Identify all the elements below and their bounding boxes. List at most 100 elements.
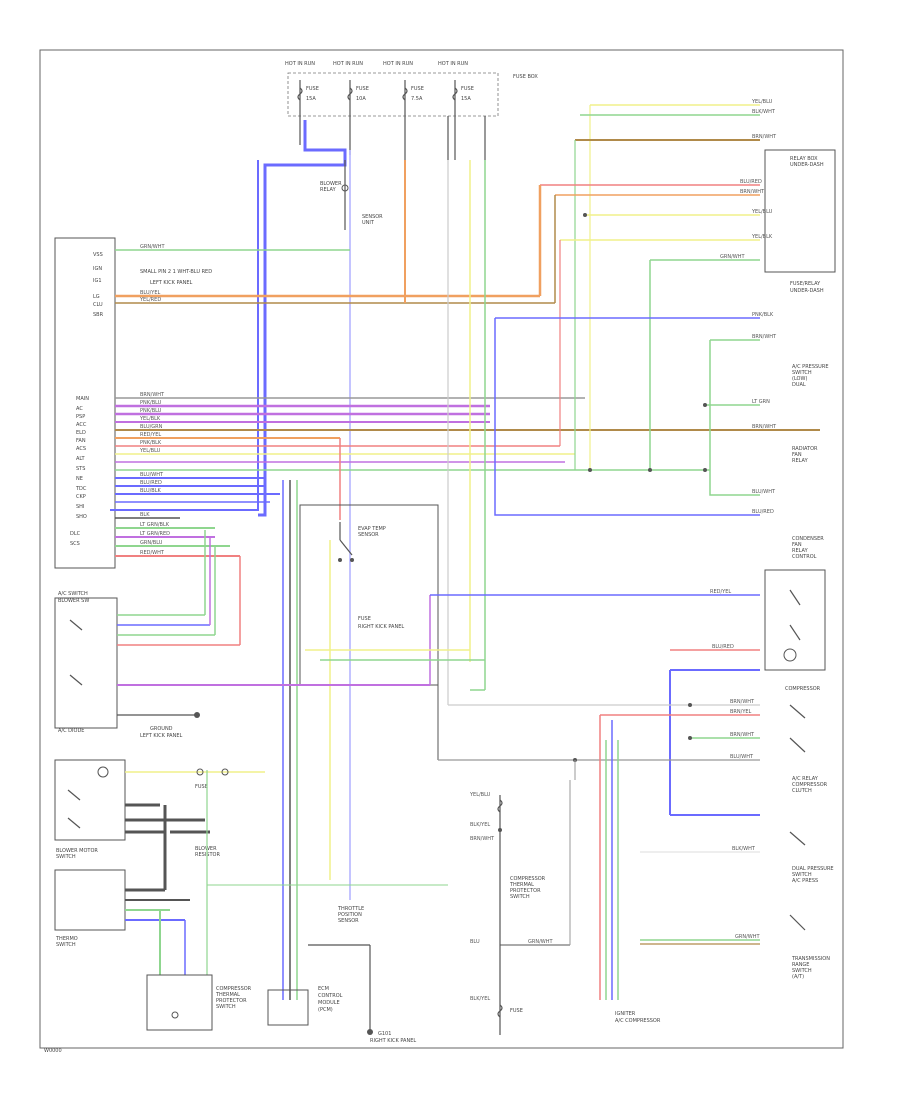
right-top-wires (494, 104, 760, 516)
svg-text:BLU: BLU (470, 939, 480, 945)
svg-text:GRN/BLU: GRN/BLU (140, 540, 163, 546)
svg-text:PNK/BLK: PNK/BLK (140, 440, 162, 446)
svg-text:LEFT KICK PANEL: LEFT KICK PANEL (140, 733, 183, 739)
svg-text:SHO: SHO (76, 514, 87, 520)
fuse-column-2: HOT IN RUN (333, 61, 363, 67)
svg-text:BLK/YEL: BLK/YEL (470, 996, 490, 1002)
fuse-3: FUSE 7.5A (402, 80, 424, 116)
svg-text:BLU/BLK: BLU/BLK (140, 488, 162, 494)
blower-motor-switch: BLOWER MOTOR SWITCH FUSE BLOWER RESISTOR (54, 759, 265, 890)
bottom-fuse-chain: YEL/BLU BLK/YEL BRN/WHT COMPRESSOR THERM… (469, 780, 571, 1035)
svg-text:UNDER-DASH: UNDER-DASH (790, 162, 824, 168)
svg-text:PROTECTOR: PROTECTOR (510, 888, 541, 894)
svg-text:SWITCH: SWITCH (792, 968, 812, 974)
svg-text:RELAY: RELAY (320, 187, 337, 193)
svg-text:RED/YEL: RED/YEL (140, 432, 161, 438)
svg-text:DLC: DLC (70, 531, 81, 537)
svg-text:BLU/RED: BLU/RED (140, 480, 162, 486)
svg-text:SWITCH: SWITCH (216, 1004, 236, 1010)
svg-text:ACS: ACS (76, 446, 86, 452)
svg-text:SHI: SHI (76, 504, 84, 510)
svg-text:FAN: FAN (792, 452, 802, 458)
svg-text:RED/YEL: RED/YEL (710, 589, 731, 595)
svg-text:EVAP TEMP: EVAP TEMP (358, 526, 386, 532)
svg-text:PNK/BLU: PNK/BLU (140, 408, 162, 414)
svg-text:BLOWER: BLOWER (320, 181, 342, 187)
svg-text:SENSOR: SENSOR (362, 214, 383, 220)
svg-text:CONTROL: CONTROL (792, 554, 817, 560)
svg-text:YEL/BLU: YEL/BLU (139, 448, 161, 454)
svg-text:THERMO: THERMO (55, 936, 78, 942)
svg-text:ECM: ECM (318, 986, 329, 992)
svg-text:BRN/WHT: BRN/WHT (730, 699, 755, 705)
blue-wire-bundle (110, 120, 351, 900)
svg-text:COMPRESSOR: COMPRESSOR (510, 876, 546, 882)
svg-text:BRN/WHT: BRN/WHT (470, 836, 495, 842)
svg-text:MAIN: MAIN (76, 396, 89, 402)
svg-text:BLK/WHT: BLK/WHT (752, 109, 776, 115)
svg-text:COMPRESSOR: COMPRESSOR (792, 782, 828, 788)
svg-text:SBR: SBR (93, 312, 104, 318)
svg-text:SWITCH: SWITCH (792, 370, 812, 376)
svg-text:CKP: CKP (76, 494, 86, 500)
svg-text:STS: STS (76, 466, 85, 472)
fuse-column-3: HOT IN RUN (383, 61, 413, 67)
svg-text:FAN: FAN (76, 438, 86, 444)
svg-text:FUSE: FUSE (195, 784, 208, 790)
svg-text:BLK: BLK (140, 512, 150, 518)
left-module: VSS IGN IG1 LG CLU SBR MAIN AC PSP ACC E… (54, 237, 212, 569)
fuse-4: FUSE 15A (452, 80, 474, 116)
svg-text:GRN/WHT: GRN/WHT (720, 254, 745, 260)
svg-text:A/C COMPRESSOR: A/C COMPRESSOR (615, 1018, 661, 1024)
svg-text:ACC: ACC (76, 422, 87, 428)
svg-text:CLU: CLU (93, 302, 103, 308)
svg-text:BLOWER: BLOWER (195, 846, 217, 852)
svg-text:BRN/WHT: BRN/WHT (752, 334, 777, 340)
svg-text:THERMAL: THERMAL (509, 882, 534, 888)
svg-text:FUSE: FUSE (306, 86, 319, 92)
svg-text:FUSE: FUSE (358, 616, 371, 622)
condenser-fan-relay: RED/YEL BLU/RED COMPRESSOR (669, 569, 826, 816)
svg-text:TDC: TDC (75, 486, 87, 492)
svg-text:CONTROL: CONTROL (318, 993, 343, 999)
fuse-column-1: HOT IN RUN (285, 61, 315, 67)
svg-text:IG1: IG1 (93, 278, 102, 284)
svg-text:PROTECTOR: PROTECTOR (216, 998, 247, 1004)
svg-text:MODULE: MODULE (318, 1000, 340, 1006)
svg-text:PNK/BLK: PNK/BLK (752, 312, 774, 318)
dual-pressure-switch: BLK/WHT DUAL PRESSURE SWITCH A/C PRESS G… (640, 831, 834, 980)
svg-text:(A/T): (A/T) (792, 974, 804, 980)
svg-text:RADIATOR: RADIATOR (792, 446, 818, 452)
svg-text:YEL/BLK: YEL/BLK (751, 234, 773, 240)
svg-text:RIGHT KICK PANEL: RIGHT KICK PANEL (358, 624, 404, 630)
svg-text:(PCM): (PCM) (318, 1007, 333, 1013)
svg-text:TRANSMISSION: TRANSMISSION (791, 956, 830, 962)
ac-switch: A/C SWITCH BLOWER SW A/C DIODE GROUND LE… (54, 530, 760, 739)
svg-text:VSS: VSS (93, 252, 103, 258)
svg-text:SCS: SCS (70, 541, 80, 547)
svg-text:NE: NE (76, 476, 83, 482)
svg-text:BLU/WHT: BLU/WHT (730, 754, 754, 760)
svg-text:SWITCH: SWITCH (792, 872, 812, 878)
svg-text:A/C RELAY: A/C RELAY (792, 776, 819, 782)
svg-text:LT GRN/RED: LT GRN/RED (140, 531, 170, 537)
left-module-pins: VSS IGN IG1 LG CLU SBR MAIN AC PSP ACC E… (70, 252, 104, 547)
svg-text:BLK/WHT: BLK/WHT (732, 846, 756, 852)
svg-text:SENSOR: SENSOR (358, 532, 379, 538)
misc-wires (207, 649, 485, 886)
svg-text:RELAY BOX: RELAY BOX (790, 156, 818, 162)
svg-text:LT GRN: LT GRN (752, 399, 770, 405)
svg-text:A/C PRESSURE: A/C PRESSURE (792, 364, 828, 370)
svg-text:BLU/RED: BLU/RED (740, 179, 762, 185)
svg-text:YEL/BLK: YEL/BLK (139, 416, 161, 422)
svg-text:BRN/WHT: BRN/WHT (752, 134, 777, 140)
left-module-wires (115, 249, 820, 557)
svg-text:FUSE: FUSE (510, 1008, 523, 1014)
svg-text:BLU/WHT: BLU/WHT (140, 472, 164, 478)
svg-text:LG: LG (93, 294, 100, 300)
svg-text:SWITCH: SWITCH (56, 854, 76, 860)
svg-text:BLU/WHT: BLU/WHT (752, 489, 776, 495)
svg-text:FUSE: FUSE (356, 86, 369, 92)
svg-text:DUAL: DUAL (792, 382, 806, 388)
svg-text:FUSE/RELAY: FUSE/RELAY (790, 281, 821, 287)
